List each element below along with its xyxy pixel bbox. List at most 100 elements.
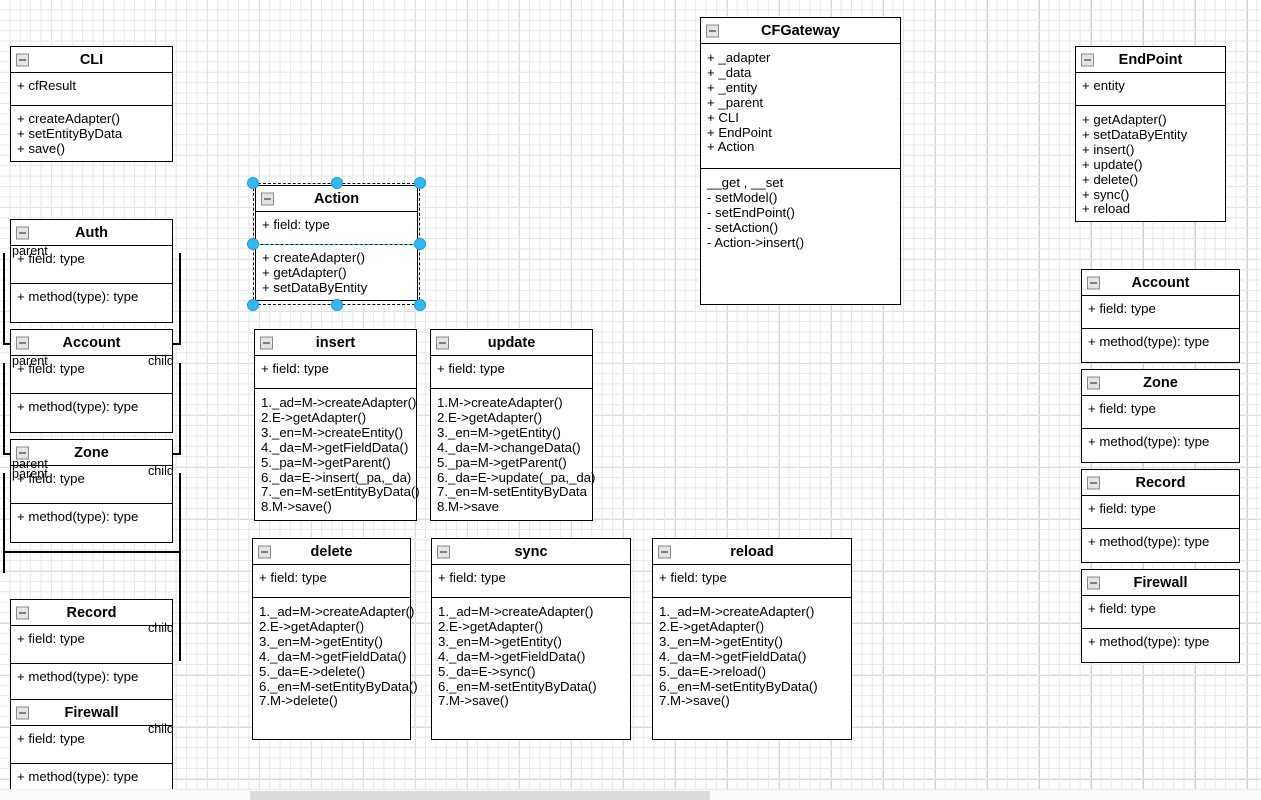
resize-handle-e[interactable] [414,238,426,250]
collapse-minus-icon[interactable] [436,336,449,349]
collapse-minus-icon[interactable] [260,336,273,349]
class-member-row: __get , __set [707,175,784,190]
class-member-row: + createAdapter() [262,250,365,265]
collapse-minus-icon[interactable] [16,336,29,349]
class-box-record-left[interactable]: Record+ field: type+ method(type): type [10,599,173,703]
connector-segment [3,363,5,453]
class-title-zone-left: Zone [11,440,172,466]
class-box-firewall-right[interactable]: Firewall+ field: type+ method(type): typ… [1081,569,1240,663]
class-name-label: CLI [79,52,104,68]
resize-handle-sw[interactable] [247,299,259,311]
class-compartment: + method(type): type [11,284,172,322]
edge-label-record-child: child [148,621,174,635]
class-box-firewall-left[interactable]: Firewall + field: type + method(type): typ… [10,699,173,789]
class-member-row: 1._ad=M->createAdapter() [659,604,815,619]
collapse-minus-icon[interactable] [261,192,274,205]
class-box-account-left[interactable]: Account+ field: type+ method(type): type [10,329,173,433]
class-member-row: 2.E->getAdapter() [259,618,365,634]
class-member-row: + field: type [17,631,85,646]
collapse-minus-icon[interactable] [437,545,450,558]
class-box-zone-right[interactable]: Zone+ field: type+ method(type): type [1081,369,1240,463]
collapse-minus-icon[interactable] [16,446,29,459]
class-member-row: + entity [1082,78,1125,93]
class-compartment: + field: type [1082,596,1239,629]
collapse-minus-icon[interactable] [1087,476,1100,489]
class-compartment: + method(type): type [11,764,172,789]
class-compartment: + method(type): type [1082,629,1239,662]
class-box-account-right[interactable]: Account+ field: type+ method(type): type [1081,269,1240,363]
collapse-minus-icon[interactable] [16,53,29,66]
class-member-row: 4._da=M->getFieldData() [438,648,586,664]
collapse-minus-icon[interactable] [1087,376,1100,389]
collapse-minus-icon[interactable] [16,706,29,719]
resize-handle-w[interactable] [247,238,259,250]
class-name-label: Record [1135,475,1186,491]
class-member-row: + field: type [262,217,330,232]
class-box-record-right[interactable]: Record+ field: type+ method(type): type [1081,469,1240,563]
class-member-row: 1._ad=M->createAdapter() [261,395,417,410]
resize-handle-se[interactable] [414,299,426,311]
class-member-row: + field: type [17,731,85,746]
resize-handle-s[interactable] [330,299,343,311]
class-member-row: 6._da=E->insert(_pa,_da) [261,469,412,485]
class-box-cli[interactable]: CLI+ cfResult+ createAdapter()+ setEntit… [10,46,173,162]
class-name-label: sync [514,544,548,560]
class-title-account-right: Account [1082,270,1239,296]
class-member-row: 6._en=M-setEntityByData() [438,678,597,694]
class-box-endpoint[interactable]: EndPoint+ entity+ getAdapter()+ setDataB… [1075,46,1226,222]
collapse-minus-icon[interactable] [658,545,671,558]
class-member-row: + field: type [437,361,505,376]
class-box-cfgateway[interactable]: CFGateway+ _adapter+ _data+ _entity+ _pa… [700,17,901,305]
class-name-label: Auth [74,225,108,241]
collapse-minus-icon[interactable] [16,226,29,239]
class-compartment: 1._ad=M->createAdapter()2.E->getAdapter(… [253,598,418,739]
class-member-row: 2.E->getAdapter() [261,409,367,425]
class-name-label: Zone [1143,375,1178,391]
horizontal-scrollbar[interactable] [0,789,1261,800]
collapse-minus-icon[interactable] [258,545,271,558]
class-box-zone-left[interactable]: Zone+ field: type+ method(type): type [10,439,173,543]
connector-segment [179,473,181,553]
class-member-row: 1._ad=M->createAdapter() [259,604,415,619]
collapse-minus-icon[interactable] [706,24,719,37]
class-name-label: Account [1131,275,1190,291]
class-member-row: + getAdapter() [1082,112,1167,127]
class-compartment: + field: type [11,726,172,764]
resize-handle-n[interactable] [330,177,343,189]
class-box-action[interactable]: Action+ field: type+ createAdapter()+ ge… [255,185,418,301]
collapse-minus-icon[interactable] [1087,576,1100,589]
class-member-row: 8.M->save [437,499,499,515]
class-member-row: 2.E->getAdapter() [437,409,543,425]
class-name-label: EndPoint [1118,52,1183,68]
class-member-row: 7.M->save() [438,693,509,709]
collapse-minus-icon[interactable] [16,606,29,619]
class-name-label: CFGateway [761,23,840,39]
class-title-account-left: Account [11,330,172,356]
class-name-label: Firewall [64,705,119,721]
class-member-row: 3._en=M->getEntity() [659,633,783,649]
class-compartment: + field: type [256,212,417,245]
class-box-auth-left[interactable]: Auth+ field: type+ method(type): type [10,219,173,323]
resize-handle-ne[interactable] [414,177,426,189]
horizontal-scrollbar-thumb[interactable] [250,791,710,800]
collapse-minus-icon[interactable] [1087,276,1100,289]
edge-label-account-parent: parent [12,354,48,368]
class-member-row: 5._pa=M->getParent() [261,454,391,470]
collapse-minus-icon[interactable] [1081,53,1094,66]
class-member-row: 5._da=E->sync() [438,663,536,679]
class-member-row: - setEndPoint() [707,204,795,220]
class-member-row: + CLI [707,109,739,125]
class-compartment: + field: type [255,356,416,389]
class-compartment: 1.M->createAdapter()2.E->getAdapter()3._… [431,389,595,520]
resize-handle-nw[interactable] [247,177,259,189]
class-member-row: + EndPoint [707,124,772,140]
class-name-label: delete [310,544,353,560]
class-member-row: + sync() [1082,186,1130,202]
class-member-row: 5._da=E->delete() [259,663,366,679]
